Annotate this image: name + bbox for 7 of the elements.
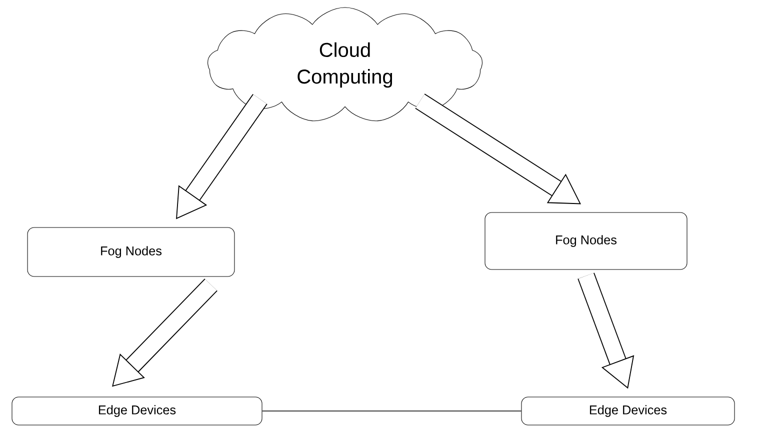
process-box: Edge Devices <box>12 396 262 426</box>
block-arrow <box>415 94 581 204</box>
process-box: Edge Devices <box>521 396 735 426</box>
process-box: Fog Nodes <box>484 212 688 270</box>
process-box: Fog Nodes <box>27 227 235 277</box>
block-arrow <box>112 278 218 387</box>
connector-line <box>262 410 522 412</box>
